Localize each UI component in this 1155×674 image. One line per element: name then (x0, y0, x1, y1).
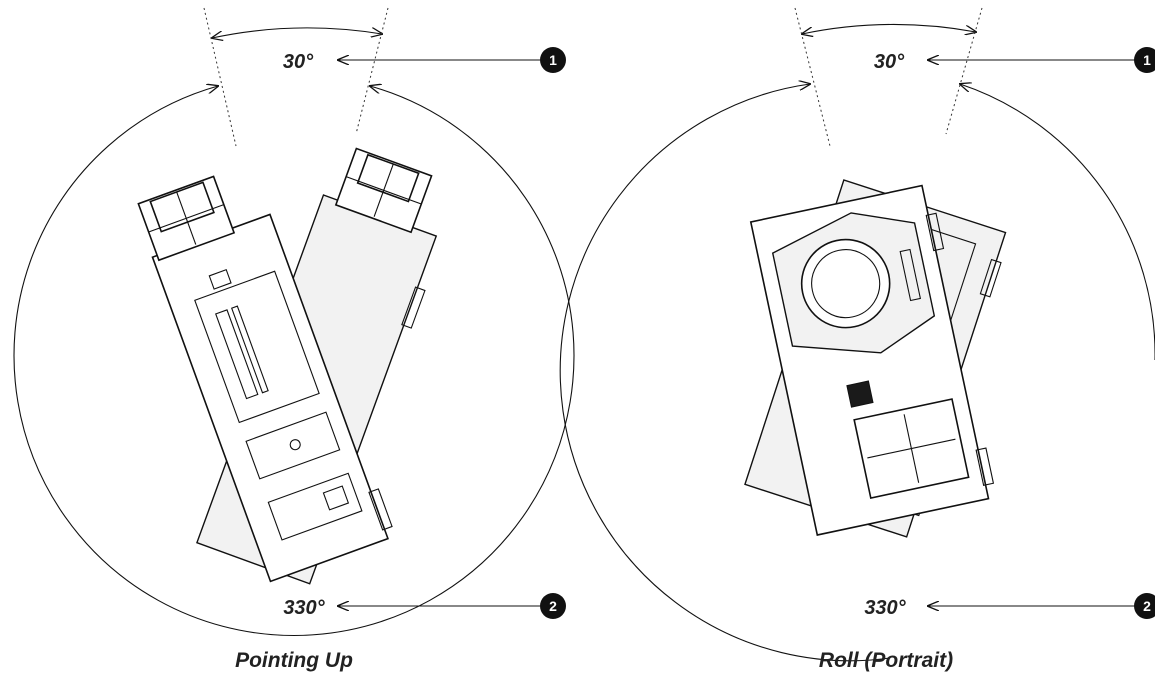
svg-text:1: 1 (1143, 52, 1151, 68)
reference-line-left (794, 7, 831, 147)
rotation-arc-right (960, 84, 1155, 360)
panel-roll-portrait: 30° 330° 1 2 Roll (Portrait) (559, 7, 1155, 672)
angle-label-bottom: 330° (283, 597, 325, 619)
angle-label-top: 30° (874, 51, 905, 73)
angle-label-bottom: 330° (864, 597, 906, 619)
reference-line-right (945, 7, 983, 135)
panel-pointing-up: 30° 330° 1 2 Pointing Up (13, 7, 575, 672)
tilt-arc (802, 23, 976, 34)
tilt-arc (212, 27, 382, 38)
reference-line-right (355, 7, 389, 135)
rotation-arc (13, 86, 575, 637)
panel-caption: Roll (Portrait) (819, 649, 953, 672)
panel-caption: Pointing Up (235, 649, 353, 672)
svg-text:2: 2 (1143, 598, 1151, 614)
svg-text:2: 2 (549, 598, 557, 614)
projector-illustration-front (137, 175, 393, 583)
svg-text:1: 1 (549, 52, 557, 68)
callout-badge-1: 1 (1134, 47, 1155, 73)
callout-badge-2: 2 (540, 593, 566, 619)
projector-illustration-front (749, 184, 995, 536)
reference-line-left (203, 7, 237, 147)
callout-badge-1: 1 (540, 47, 566, 73)
callout-badge-2: 2 (1134, 593, 1155, 619)
angle-label-top: 30° (283, 51, 314, 73)
rotation-arc (559, 84, 891, 662)
